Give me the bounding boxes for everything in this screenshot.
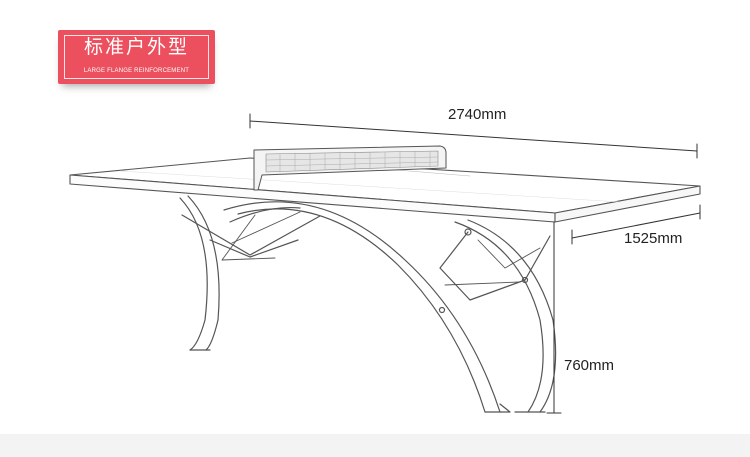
right-leg <box>438 219 557 413</box>
left-leg <box>179 195 321 351</box>
length-dimension-line <box>249 120 698 152</box>
label-badge: 标准户外型 LARGE FLANGE REINFORCEMENT <box>58 30 215 84</box>
net <box>253 145 447 191</box>
bottom-band <box>0 434 750 457</box>
dimension-lines <box>249 113 701 414</box>
height-label: 760mm <box>564 357 615 374</box>
width-dimension-line <box>571 212 701 239</box>
width-label: 1525mm <box>624 230 683 247</box>
badge-title: 标准户外型 <box>83 36 189 58</box>
table-top <box>69 157 701 223</box>
badge-frame <box>64 35 209 79</box>
badge-subtitle: LARGE FLANGE REINFORCEMENT <box>83 68 190 74</box>
length-label: 2740mm <box>448 106 507 123</box>
center-arch <box>223 201 511 413</box>
